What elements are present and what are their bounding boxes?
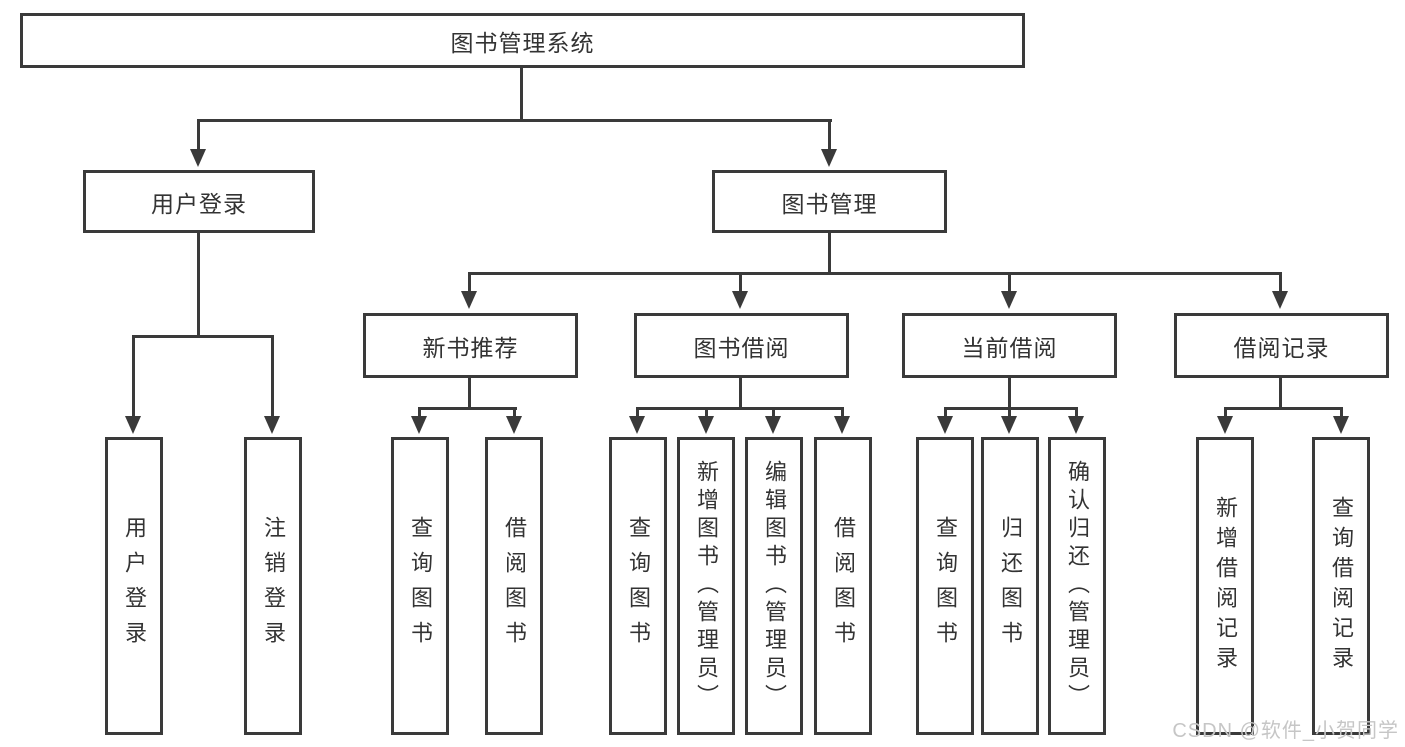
connector-line — [636, 407, 639, 416]
node-root: 图书管理系统 — [20, 13, 1025, 68]
connector-line — [739, 272, 742, 291]
connector-line — [705, 407, 708, 416]
connector-line — [841, 407, 844, 416]
arrowhead-down-icon — [937, 416, 953, 434]
arrowhead-down-icon — [506, 416, 522, 434]
node-label: 查询图书 — [408, 516, 433, 656]
arrowhead-down-icon — [834, 416, 850, 434]
connector-line — [132, 335, 274, 338]
arrowhead-down-icon — [1001, 291, 1017, 309]
arrowhead-down-icon — [461, 291, 477, 309]
node-label: 用户登录 — [122, 516, 147, 656]
arrowhead-down-icon — [821, 149, 837, 167]
arrowhead-down-icon — [629, 416, 645, 434]
leaf-borrow-query-books: 查询图书 — [609, 437, 667, 735]
leaf-recommend-borrow-books: 借阅图书 — [485, 437, 543, 735]
connector-line — [1224, 407, 1342, 410]
node-label: 用户登录 — [151, 190, 247, 217]
connector-line — [1008, 407, 1011, 416]
leaf-records-query-record: 查询借阅记录 — [1312, 437, 1370, 735]
connector-line — [1224, 407, 1227, 416]
connector-line — [828, 119, 831, 149]
connector-line — [739, 378, 742, 407]
node-label: 新增图书（管理员） — [694, 460, 719, 712]
arrowhead-down-icon — [125, 416, 141, 434]
arrowhead-down-icon — [264, 416, 280, 434]
connector-line — [828, 233, 831, 272]
connector-line — [1279, 378, 1282, 407]
connector-line — [1340, 407, 1343, 416]
connector-line — [418, 407, 517, 410]
connector-line — [418, 407, 421, 416]
arrowhead-down-icon — [190, 149, 206, 167]
arrowhead-down-icon — [1217, 416, 1233, 434]
connector-line — [271, 335, 274, 416]
node-book-management: 图书管理 — [712, 170, 947, 233]
connector-line — [944, 407, 947, 416]
connector-line — [197, 233, 200, 335]
node-label: 查询图书 — [626, 516, 651, 656]
arrowhead-down-icon — [765, 416, 781, 434]
node-label: 查询图书 — [933, 516, 958, 656]
node-book-borrow: 图书借阅 — [634, 313, 849, 378]
leaf-current-return-books: 归还图书 — [981, 437, 1039, 735]
connector-line — [520, 68, 523, 119]
node-current-borrow: 当前借阅 — [902, 313, 1117, 378]
leaf-current-query-books: 查询图书 — [916, 437, 974, 735]
connector-line — [1075, 407, 1078, 416]
node-label: 查询借阅记录 — [1329, 496, 1354, 676]
node-label: 归还图书 — [998, 516, 1023, 656]
leaf-records-add-record: 新增借阅记录 — [1196, 437, 1254, 735]
arrowhead-down-icon — [698, 416, 714, 434]
node-label: 借阅图书 — [502, 516, 527, 656]
connector-line — [513, 407, 516, 416]
node-label: 借阅记录 — [1233, 334, 1330, 361]
leaf-borrow-edit-books-admin: 编辑图书（管理员） — [745, 437, 803, 735]
connector-line — [1008, 378, 1011, 407]
arrowhead-down-icon — [1333, 416, 1349, 434]
node-label: 图书管理系统 — [450, 29, 595, 56]
node-label: 注销登录 — [261, 516, 286, 656]
connector-line — [1279, 272, 1282, 291]
leaf-current-confirm-return-admin: 确认归还（管理员） — [1048, 437, 1106, 735]
connector-line — [468, 378, 471, 407]
leaf-recommend-query-books: 查询图书 — [391, 437, 449, 735]
node-borrow-records: 借阅记录 — [1174, 313, 1389, 378]
arrowhead-down-icon — [411, 416, 427, 434]
node-label: 图书管理 — [781, 190, 878, 217]
node-label: 新书推荐 — [422, 334, 519, 361]
leaf-borrow-add-books-admin: 新增图书（管理员） — [677, 437, 735, 735]
node-label: 编辑图书（管理员） — [762, 460, 787, 712]
arrowhead-down-icon — [1272, 291, 1288, 309]
node-label: 确认归还（管理员） — [1065, 460, 1090, 712]
node-label: 图书借阅 — [693, 334, 790, 361]
leaf-logout: 注销登录 — [244, 437, 302, 735]
connector-line — [468, 272, 1282, 275]
node-user-login: 用户登录 — [83, 170, 315, 233]
node-label: 新增借阅记录 — [1213, 496, 1238, 676]
watermark: CSDN @软件_小贺同学 — [1172, 720, 1399, 742]
leaf-user-login: 用户登录 — [105, 437, 163, 735]
arrowhead-down-icon — [1068, 416, 1084, 434]
node-new-book-recommend: 新书推荐 — [363, 313, 578, 378]
leaf-borrow-borrow-books: 借阅图书 — [814, 437, 872, 735]
node-label: 当前借阅 — [961, 334, 1058, 361]
connector-line — [944, 407, 1078, 410]
connector-line — [1008, 272, 1011, 291]
arrowhead-down-icon — [1001, 416, 1017, 434]
connector-line — [197, 119, 200, 149]
connector-line — [772, 407, 775, 416]
connector-line — [468, 272, 471, 291]
connector-line — [636, 407, 844, 410]
connector-line — [132, 335, 135, 416]
arrowhead-down-icon — [732, 291, 748, 309]
node-label: 借阅图书 — [831, 516, 856, 656]
connector-line — [198, 119, 832, 122]
